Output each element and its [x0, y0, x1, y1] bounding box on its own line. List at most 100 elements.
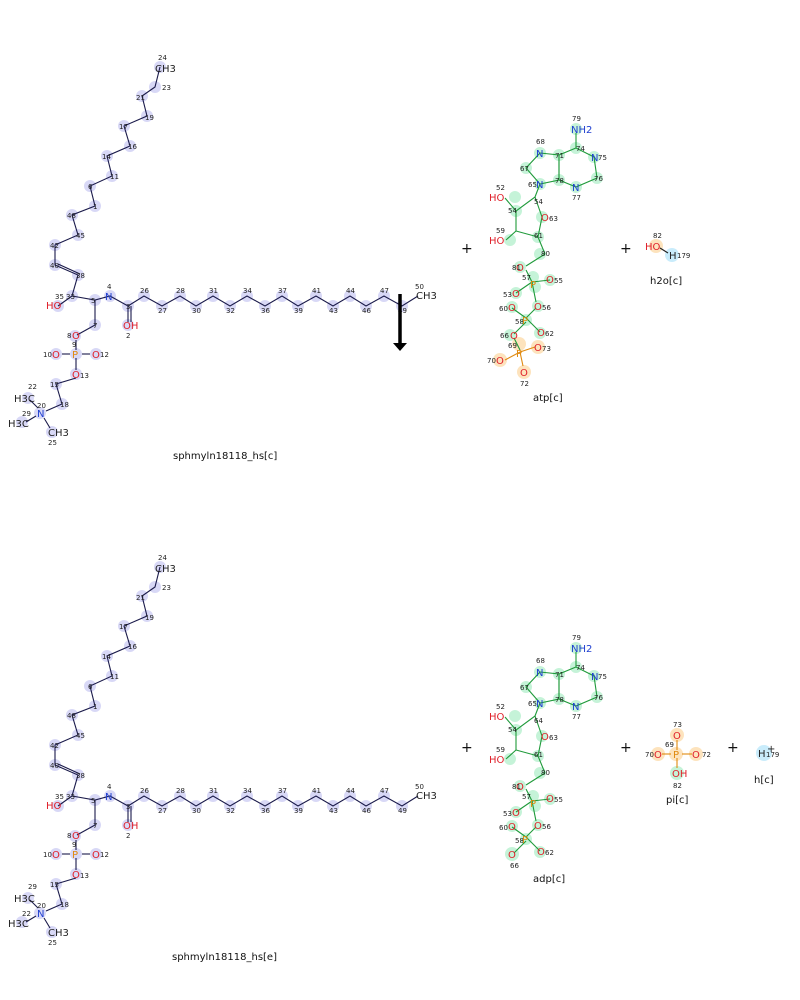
reaction-arrow-down [393, 294, 407, 351]
svg-text:36: 36 [261, 307, 270, 315]
svg-text:27: 27 [158, 307, 167, 315]
svg-text:59: 59 [496, 746, 505, 754]
svg-text:P: P [516, 349, 522, 360]
svg-text:O: O [72, 831, 80, 842]
svg-text:81: 81 [512, 264, 521, 272]
choline-n-label: N [37, 409, 44, 420]
amide-oh-label: OH [123, 321, 138, 332]
svg-text:17: 17 [119, 623, 128, 631]
svg-text:23: 23 [162, 584, 171, 592]
svg-text:79: 79 [572, 115, 581, 123]
svg-text:N: N [572, 702, 579, 713]
svg-text:NH2: NH2 [571, 644, 592, 655]
svg-text:O: O [546, 275, 554, 286]
svg-text:56: 56 [542, 823, 551, 831]
svg-text:62: 62 [545, 330, 554, 338]
choline-n-number: 20 [37, 402, 46, 410]
svg-text:O: O [512, 289, 520, 300]
svg-text:58: 58 [515, 837, 524, 845]
n15-number: 15 [50, 381, 59, 389]
svg-text:25: 25 [48, 939, 57, 947]
svg-text:34: 34 [243, 287, 252, 295]
svg-text:19: 19 [145, 614, 154, 622]
svg-text:37: 37 [278, 287, 287, 295]
reactant-label-sphingomyelin: sphmyln18118_hs[c] [173, 451, 277, 462]
svg-text:73: 73 [542, 345, 551, 353]
n22-number: 22 [28, 383, 37, 391]
svg-text:33: 33 [66, 793, 75, 801]
svg-text:32: 32 [226, 807, 235, 815]
ch3-c-label: CH3 [48, 428, 69, 439]
svg-text:47: 47 [380, 787, 389, 795]
svg-text:54: 54 [508, 726, 517, 734]
o10-label: O [52, 350, 60, 361]
h2o-ho-label: HO [645, 242, 661, 253]
pi-p-label: P [673, 750, 679, 761]
h2o-h-label: H [669, 251, 677, 262]
svg-text:76: 76 [594, 175, 603, 183]
svg-text:N: N [591, 153, 598, 164]
svg-text:45: 45 [76, 732, 85, 740]
ch3-top-label-e: CH3 [155, 564, 176, 575]
svg-text:30: 30 [192, 307, 201, 315]
svg-text:O: O [520, 368, 528, 379]
svg-text:61: 61 [534, 232, 543, 240]
svg-text:O: O [508, 850, 516, 861]
svg-text:O: O [496, 356, 504, 367]
svg-text:O: O [516, 263, 524, 274]
svg-text:O: O [510, 331, 518, 342]
svg-text:46: 46 [362, 807, 371, 815]
svg-text:57: 57 [522, 793, 531, 801]
h3c-b-label-e: H3C [8, 919, 29, 930]
reactant-label-atp: atp[c] [533, 393, 563, 404]
svg-text:P: P [530, 799, 536, 810]
svg-text:15: 15 [50, 881, 59, 889]
svg-text:HO: HO [489, 236, 505, 247]
svg-text:N: N [536, 668, 543, 679]
svg-text:74: 74 [576, 664, 585, 672]
svg-text:67: 67 [520, 165, 529, 173]
svg-text:5: 5 [91, 297, 95, 305]
ch3-top-label: CH3 [155, 64, 176, 75]
svg-text:36: 36 [261, 807, 270, 815]
product-label-sphingomyelin: sphmyln18118_hs[e] [172, 952, 277, 963]
ho-number: 35 [55, 293, 64, 301]
svg-text:26: 26 [140, 287, 149, 295]
svg-text:63: 63 [549, 215, 558, 223]
svg-text:60: 60 [499, 305, 508, 313]
svg-text:58: 58 [515, 318, 524, 326]
svg-text:22: 22 [22, 910, 31, 918]
svg-text:43: 43 [329, 307, 338, 315]
svg-text:45: 45 [76, 232, 85, 240]
svg-text:63: 63 [549, 734, 558, 742]
p-number: 9 [72, 341, 76, 349]
svg-text:44: 44 [346, 787, 355, 795]
svg-text:NH2: NH2 [571, 125, 592, 136]
svg-text:N: N [536, 149, 543, 160]
svg-text:72: 72 [520, 380, 529, 388]
svg-text:54: 54 [534, 198, 543, 206]
h2o-179: 179 [677, 252, 690, 260]
svg-text:74: 74 [576, 145, 585, 153]
plus-sign-1: + [461, 241, 473, 257]
svg-text:52: 52 [496, 184, 505, 192]
svg-text:78: 78 [555, 696, 564, 704]
svg-text:O: O [673, 731, 681, 742]
svg-text:14: 14 [102, 653, 111, 661]
pi-72: 72 [702, 751, 711, 759]
svg-text:O: O [541, 732, 549, 743]
svg-text:24: 24 [158, 554, 167, 562]
o12-label: O [92, 350, 100, 361]
svg-text:76: 76 [594, 694, 603, 702]
svg-text:39: 39 [294, 307, 303, 315]
svg-text:71: 71 [555, 671, 564, 679]
svg-text:55: 55 [554, 277, 563, 285]
svg-text:2: 2 [126, 832, 130, 840]
svg-text:81: 81 [512, 783, 521, 791]
svg-text:60: 60 [499, 824, 508, 832]
svg-text:P: P [72, 850, 78, 861]
amide-oh-number: 2 [126, 332, 130, 340]
svg-text:37: 37 [278, 787, 287, 795]
svg-text:66: 66 [510, 862, 519, 870]
